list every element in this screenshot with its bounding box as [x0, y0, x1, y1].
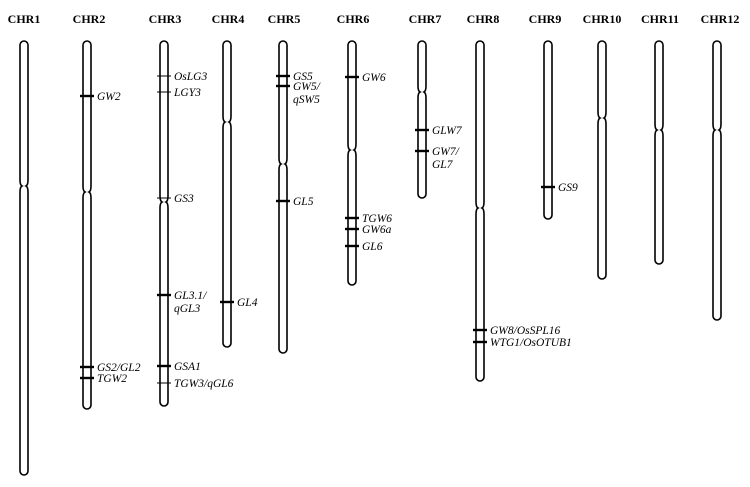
chromosome-title: CHR9 — [529, 12, 562, 26]
chromosome-body — [597, 40, 607, 280]
chromosome-body — [543, 40, 553, 220]
gene-label: GW8/OsSPL16 — [490, 325, 561, 337]
gene-label: GL6 — [362, 241, 383, 253]
gene-label: GW6a — [362, 224, 392, 236]
chromosome-title: CHR4 — [212, 12, 245, 26]
chromosome-chr10: CHR10 — [583, 12, 622, 280]
chromosome-title: CHR10 — [583, 12, 622, 26]
gene-label-line2: GL7 — [432, 159, 454, 171]
gene-label: GSA1 — [174, 361, 201, 373]
chromosome-body — [417, 40, 427, 199]
gene-label: GS9 — [558, 182, 578, 194]
gene-label: GLW7 — [432, 125, 463, 137]
gene-label: GL4 — [237, 297, 258, 309]
chromosome-title: CHR1 — [8, 12, 41, 26]
chromosome-body — [475, 40, 485, 382]
gene-label: LGY3 — [173, 87, 201, 99]
chromosome-body — [347, 40, 357, 286]
chromosome-chr12: CHR12 — [701, 12, 740, 321]
chromosome-title: CHR3 — [149, 12, 182, 26]
gene-label: GL3.1/ — [174, 290, 208, 302]
chromosome-title: CHR8 — [467, 12, 500, 26]
chromosome-title: CHR2 — [73, 12, 106, 26]
chromosome-chr11: CHR11 — [641, 12, 679, 265]
gene-label: TGW3/qGL6 — [174, 378, 234, 390]
gene-label: TGW2 — [97, 373, 127, 385]
gene-label: GW7/ — [432, 146, 461, 158]
gene-label: OsLG3 — [174, 71, 207, 83]
gene-label: TGW6 — [362, 213, 392, 225]
chromosome-title: CHR12 — [701, 12, 740, 26]
chromosome-title: CHR7 — [409, 12, 442, 26]
gene-label: GL5 — [293, 196, 314, 208]
chromosome-body — [654, 40, 664, 265]
chromosome-title: CHR6 — [337, 12, 370, 26]
gene-label: GS2/GL2 — [97, 362, 141, 374]
chromosome-body — [159, 40, 169, 407]
chromosome-body — [19, 40, 29, 476]
gene-label-line2: qSW5 — [293, 94, 320, 106]
gene-label: GW2 — [97, 91, 121, 103]
gene-label: GS3 — [174, 193, 194, 205]
chromosome-body — [82, 40, 92, 410]
gene-label-line2: qGL3 — [174, 303, 200, 315]
gene-label: GW5/ — [293, 81, 322, 93]
chromosome-body — [278, 40, 288, 354]
chromosome-title: CHR5 — [268, 12, 301, 26]
gene-label: GW6 — [362, 72, 386, 84]
chromosome-body — [712, 40, 722, 321]
gene-label: GS5 — [293, 71, 313, 83]
chromosome-chr1: CHR1 — [8, 12, 41, 476]
chromosome-title: CHR11 — [641, 12, 679, 26]
chromosome-body — [222, 40, 232, 348]
gene-label: WTG1/OsOTUB1 — [490, 337, 572, 349]
